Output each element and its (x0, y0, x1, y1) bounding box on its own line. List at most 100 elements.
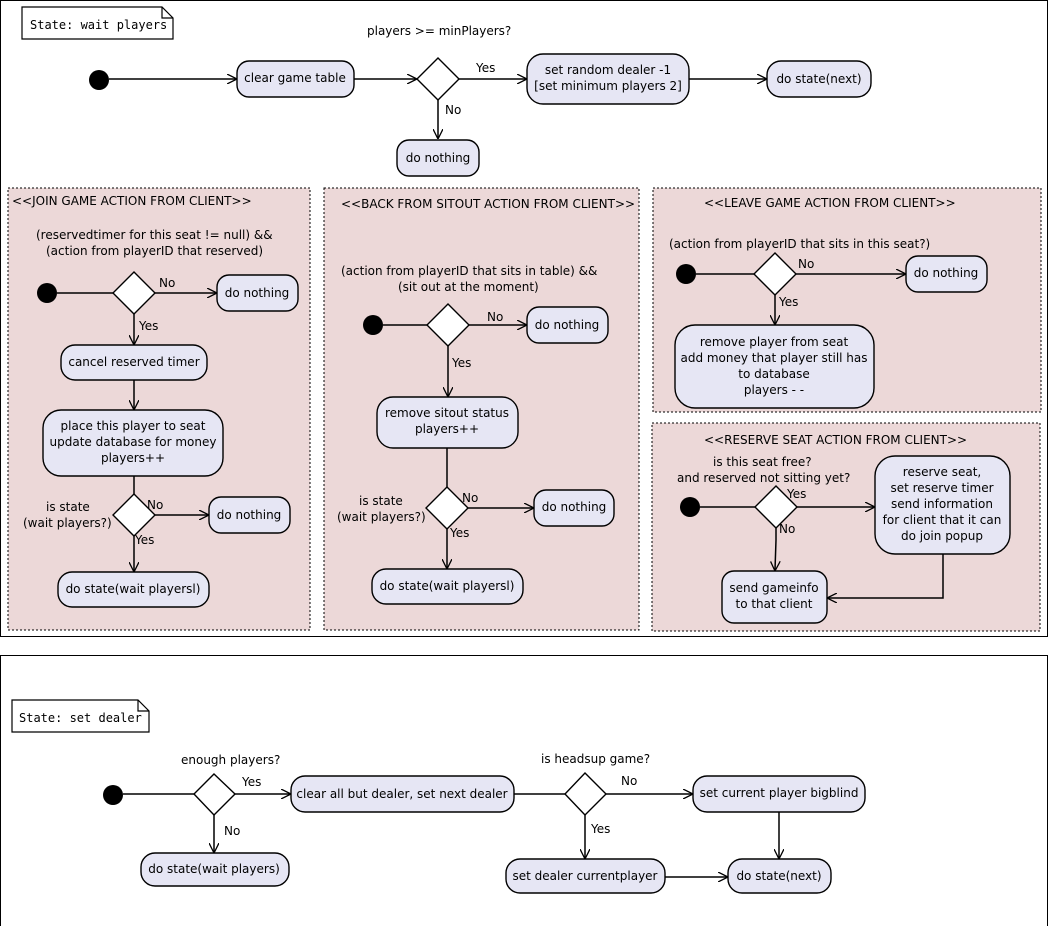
set-dealer-currentplayer-label: set dealer currentplayer (513, 869, 658, 883)
back-yes2-label: Yes (449, 526, 469, 540)
send-gameinfo-line2: to that client (735, 597, 812, 611)
remove-player-action (674, 324, 875, 409)
do-nothing-label: do nothing (406, 151, 471, 165)
dealer-do-wait-action (140, 852, 290, 887)
join-do-nothing-action (216, 274, 299, 312)
leave-no-label: No (798, 257, 814, 271)
state-note-wait-players: State: wait players (21, 6, 174, 40)
remove-player-line1: remove player from seat (700, 335, 849, 349)
do-state-next-label: do state(next) (776, 72, 861, 86)
dealer-yes-label: Yes (241, 775, 261, 789)
back-do-nothing2-label: do nothing (542, 500, 607, 514)
reserve-act-line3: send information (891, 497, 993, 511)
do-state-next-action (766, 60, 872, 98)
back-do-nothing-label: do nothing (535, 318, 600, 332)
join-cond-line1: (reservedtimer for this seat != null) && (36, 228, 273, 242)
reserve-title: <<RESERVE SEAT ACTION FROM CLIENT>> (704, 433, 967, 447)
reserve-cond-line2: and reserved not sitting yet? (677, 471, 850, 485)
set-dealer-line1: set random dealer -1 (545, 63, 671, 77)
no-label: No (445, 103, 461, 117)
send-gameinfo-line1: send gameinfo (729, 581, 818, 595)
back-do-wait-label: do state(wait playersl) (380, 579, 515, 593)
join-is-state-line2: (wait players?) (23, 516, 112, 530)
initial-node (89, 70, 109, 90)
back-is-state-line2: (wait players?) (337, 510, 426, 524)
reserve-act-line4: for client that it can (883, 513, 1002, 527)
place-player-line2: update database for money (50, 435, 217, 449)
join-do-wait-label: do state(wait playersl) (66, 582, 201, 596)
back-is-state-line1: is state (359, 494, 403, 508)
dealer-do-next-action (727, 858, 832, 894)
join-yes2-label: Yes (134, 533, 154, 547)
join-game-region (7, 187, 311, 631)
back-do-nothing2-action (533, 489, 615, 527)
back-yes-label: Yes (451, 356, 471, 370)
join-cond-line2: (action from playerID that reserved) (46, 244, 263, 258)
dealer-no-label: No (224, 824, 240, 838)
reserve-act-line1: reserve seat, (903, 465, 981, 479)
bigblind-label: set current player bigblind (700, 786, 859, 800)
reserve-cond-line1: is this seat free? (713, 455, 812, 469)
yes-label: Yes (475, 61, 495, 75)
reserve-act-line2: set reserve timer (890, 481, 993, 495)
join-no2-label: No (147, 498, 163, 512)
back-cond-line2: (sit out at the moment) (398, 280, 539, 294)
remove-sitout-line2: players++ (415, 422, 479, 436)
leave-title: <<LEAVE GAME ACTION FROM CLIENT>> (704, 196, 956, 210)
dealer-do-next-label: do state(next) (736, 869, 821, 883)
leave-do-nothing-label: do nothing (914, 266, 979, 280)
join-do-nothing2-label: do nothing (217, 508, 282, 522)
set-dealer-line2: [set minimum players 2] (534, 79, 682, 93)
join-yes-label: Yes (138, 319, 158, 333)
join-do-nothing-label: do nothing (225, 286, 290, 300)
decision-enough-players (193, 773, 237, 817)
set-dealer-frame (0, 655, 1048, 926)
guard-enough-players: enough players? (181, 753, 280, 767)
place-player-line3: players++ (101, 451, 165, 465)
back-cond-line1: (action from playerID that sits in table… (341, 264, 597, 278)
join-no-label: No (159, 276, 175, 290)
leave-cond: (action from playerID that sits in this … (669, 237, 930, 251)
reserve-yes-label: Yes (786, 487, 806, 501)
wait-players-frame (0, 0, 1048, 637)
remove-player-line3: to database (738, 367, 810, 381)
remove-player-line4: players - - (744, 383, 804, 397)
dealer-no2-label: No (621, 774, 637, 788)
leave-initial-node (676, 264, 696, 284)
back-no-label: No (487, 310, 503, 324)
do-nothing-action (396, 139, 480, 177)
place-player-action (42, 409, 224, 477)
decision-min-players (416, 57, 460, 101)
join-initial-node (37, 283, 57, 303)
dealer-do-wait-label: do state(wait players) (148, 862, 280, 876)
dealer-initial-node (103, 785, 123, 805)
leave-do-nothing-action (905, 255, 988, 293)
remove-sitout-line1: remove sitout status (385, 406, 509, 420)
state-label-set-dealer: State: set dealer (19, 711, 142, 725)
join-do-nothing2-action (208, 496, 291, 534)
back-initial-node (363, 315, 383, 335)
back-do-wait-action (371, 568, 524, 605)
clear-game-table-label: clear game table (244, 71, 346, 85)
join-title: <<JOIN GAME ACTION FROM CLIENT>> (12, 194, 252, 208)
reserve-no-label: No (779, 522, 795, 536)
remove-player-line2: add money that player still has (680, 351, 867, 365)
join-is-state-line1: is state (46, 500, 90, 514)
decision-headsup (564, 771, 607, 817)
reserve-initial-node (680, 497, 700, 517)
state-label-wait-players: State: wait players (30, 18, 167, 32)
back-title: <<BACK FROM SITOUT ACTION FROM CLIENT>> (341, 197, 635, 211)
send-gameinfo-action (721, 570, 828, 624)
state-note-set-dealer: State: set dealer (11, 699, 150, 733)
cancel-reserved-timer-label: cancel reserved timer (68, 355, 199, 369)
clear-all-label: clear all but dealer, set next dealer (296, 787, 507, 801)
guard-headsup: is headsup game? (541, 752, 650, 766)
dealer-yes2-label: Yes (590, 822, 610, 836)
leave-yes-label: Yes (778, 295, 798, 309)
back-no2-label: No (462, 491, 478, 505)
join-do-wait-action (57, 571, 210, 608)
place-player-line1: place this player to seat (61, 419, 206, 433)
set-dealer-currentplayer-action (505, 858, 666, 894)
reserve-act-line5: do join popup (901, 529, 983, 543)
